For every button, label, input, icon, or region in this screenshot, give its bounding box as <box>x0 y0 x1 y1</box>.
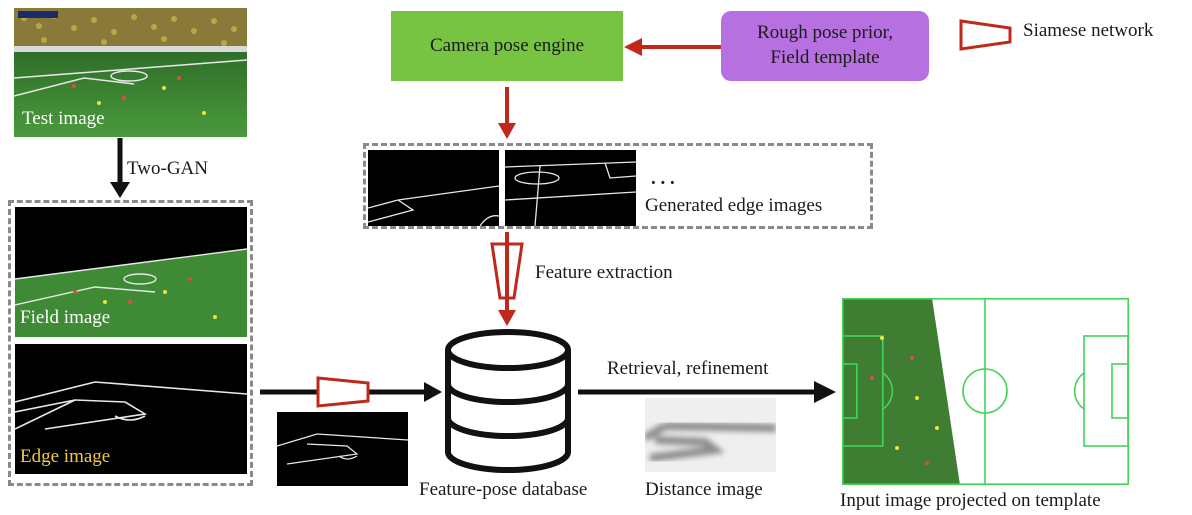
database-cylinder-icon <box>445 329 571 473</box>
engine-to-generated-arrow <box>498 87 516 139</box>
distance-image <box>645 398 776 472</box>
generated-edge-images-label: Generated edge images <box>645 195 823 216</box>
field-image-label: Field image <box>20 307 111 328</box>
edge-image-label: Edge image <box>20 446 111 467</box>
generated-edge-image-1 <box>368 150 499 226</box>
test-image-label: Test image <box>22 108 105 129</box>
siamese-legend-icon <box>959 19 1012 51</box>
feature-extraction-icon <box>490 232 524 326</box>
field-edge-group <box>8 200 253 486</box>
ellipsis-label: . . . <box>651 168 675 189</box>
rough-pose-prior-line1: Rough pose prior, <box>757 22 893 44</box>
edge-to-database-arrow <box>260 376 442 408</box>
field-image: Field image <box>15 207 247 337</box>
rough-pose-prior: Rough pose prior, Field template <box>721 11 929 81</box>
generated-edge-image-2 <box>505 150 636 226</box>
projected-template-image <box>842 298 1129 485</box>
distance-image-label: Distance image <box>645 479 763 500</box>
database-to-projected-arrow <box>578 381 836 403</box>
feature-pose-database-label: Feature-pose database <box>419 479 588 500</box>
feature-extraction-label: Feature extraction <box>535 262 673 283</box>
generated-edge-group <box>363 143 873 229</box>
two-gan-label: Two-GAN <box>127 158 208 179</box>
prior-to-engine-arrow <box>624 38 721 56</box>
siamese-legend-label: Siamese network <box>1023 20 1154 41</box>
retrieval-refinement-label: Retrieval, refinement <box>607 358 769 379</box>
input-projected-label: Input image projected on template <box>840 490 1101 511</box>
camera-pose-engine-label: Camera pose engine <box>429 34 585 56</box>
camera-pose-engine: Camera pose engine <box>391 11 623 81</box>
edge-image: Edge image <box>15 344 247 474</box>
two-gan-arrow <box>110 138 130 198</box>
rough-pose-prior-line2: Field template <box>770 47 880 68</box>
test-image: Test image <box>14 8 247 137</box>
query-edge-image <box>277 412 408 486</box>
